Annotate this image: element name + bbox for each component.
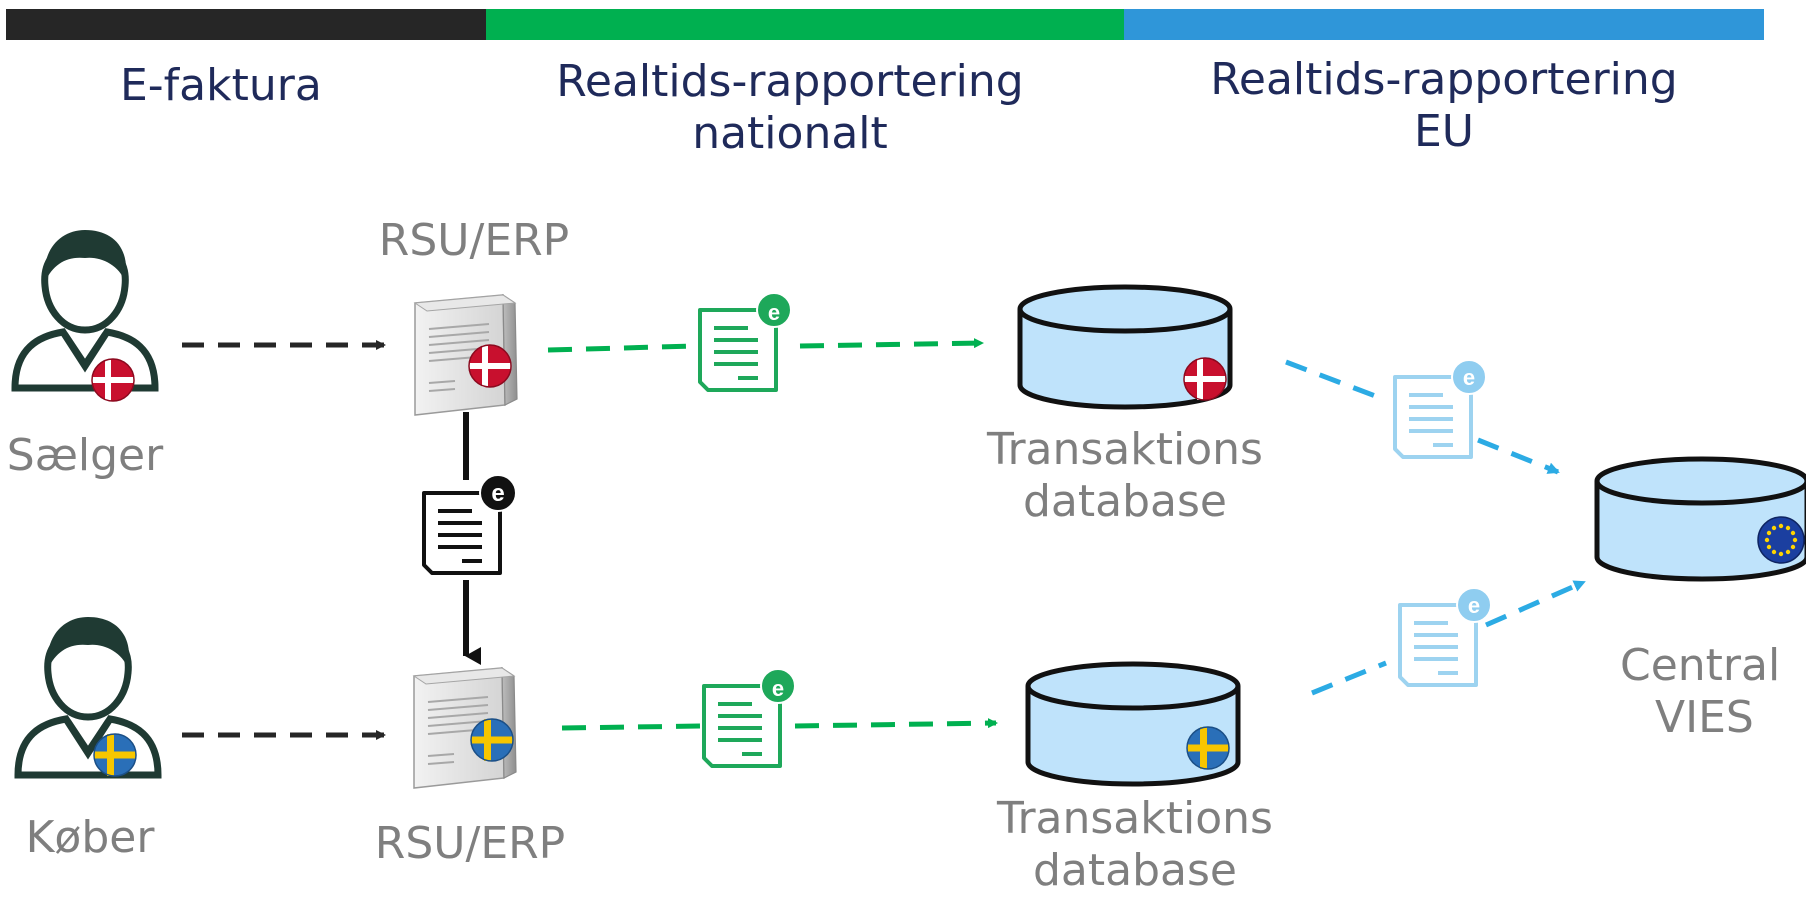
se-database-label-line2: database xyxy=(1033,844,1237,896)
phase-bar-efaktura xyxy=(6,9,486,40)
phase-bar-eu xyxy=(1124,9,1764,40)
seller-denmark-flag-icon xyxy=(91,358,135,402)
header-national-line1: Realtids-rapportering xyxy=(556,56,1024,107)
erp-se-report-line-a xyxy=(561,723,705,731)
seller-person-icon xyxy=(15,230,155,388)
badge-e-national-dk: e xyxy=(768,300,780,325)
database-sweden-flag-icon xyxy=(1186,726,1230,770)
phase-bar-national xyxy=(486,9,1124,40)
erp-dk-report-arrow xyxy=(799,338,984,349)
erp-se-report-arrow xyxy=(794,718,998,729)
db-se-eu-line-a xyxy=(1311,660,1387,696)
badge-e-eu-se: e xyxy=(1468,593,1480,618)
central-vies-label-line2: VIES xyxy=(1655,691,1754,743)
header-eu-line2: EU xyxy=(1413,105,1474,157)
erp-top-label: RSU/ERP xyxy=(378,215,570,266)
badge-e-eu-dk: e xyxy=(1463,365,1475,390)
db-se-eu-arrow xyxy=(1484,579,1586,628)
database-denmark-flag-icon xyxy=(1183,357,1227,401)
se-database-label-line1: Transaktions xyxy=(997,793,1273,844)
server-sweden-flag-icon xyxy=(470,718,514,762)
se-database-label: Transaktions database xyxy=(990,793,1280,897)
header-eu-line1: Realtids-rapportering xyxy=(1210,54,1678,105)
buyer-sweden-flag-icon xyxy=(93,733,137,777)
dk-database-label-line1: Transaktions xyxy=(987,424,1263,475)
header-eu: Realtids-rapportering EU xyxy=(1194,54,1694,158)
dk-database-label: Transaktions database xyxy=(980,424,1270,528)
buyer-label: Køber xyxy=(25,812,155,863)
dk-database-label-line2: database xyxy=(1023,475,1227,527)
badge-e-national-se: e xyxy=(772,676,784,701)
central-vies-label: Central VIES xyxy=(1620,640,1806,744)
badge-e-transfer: e xyxy=(491,480,504,507)
db-dk-eu-arrow xyxy=(1477,437,1560,475)
header-national-line2: nationalt xyxy=(692,107,888,159)
erp-dk-report-line-a xyxy=(547,343,697,353)
central-vies-label-line1: Central xyxy=(1620,640,1781,691)
buyer-person-icon xyxy=(18,617,158,775)
db-dk-eu-line-a xyxy=(1285,359,1379,400)
server-denmark-flag-icon xyxy=(468,344,512,388)
eu-flag-icon xyxy=(1757,516,1805,564)
header-efaktura: E-faktura xyxy=(120,60,322,111)
seller-label: Sælger xyxy=(6,430,164,481)
header-national: Realtids-rapportering nationalt xyxy=(540,56,1040,160)
erp-bottom-label: RSU/ERP xyxy=(374,818,566,869)
